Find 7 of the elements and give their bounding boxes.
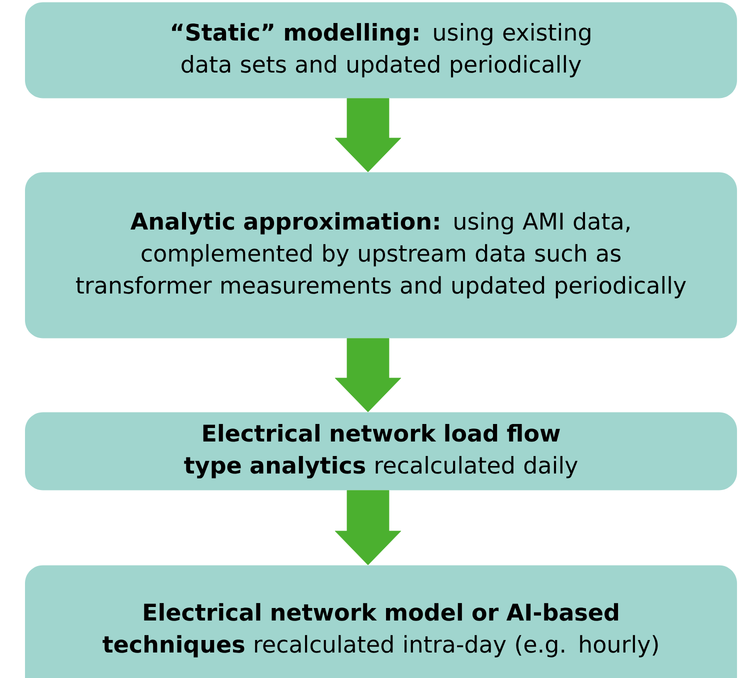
process-box: Electrical network load flow type analytics recalculated daily bbox=[25, 412, 737, 490]
process-box: Analytic approximation: using AMI data, complemented by upstream data such as transformer measurements and updated periodically bbox=[25, 172, 737, 338]
arrow bbox=[334, 98, 402, 172]
arrow bbox=[334, 338, 402, 412]
process-box: “Static” modelling: using existing data sets and updated periodically bbox=[25, 2, 737, 98]
process-box: Electrical network model or AI-based techniques recalculated intra-day (e.g. hourly) bbox=[25, 565, 737, 678]
arrow bbox=[334, 490, 402, 566]
